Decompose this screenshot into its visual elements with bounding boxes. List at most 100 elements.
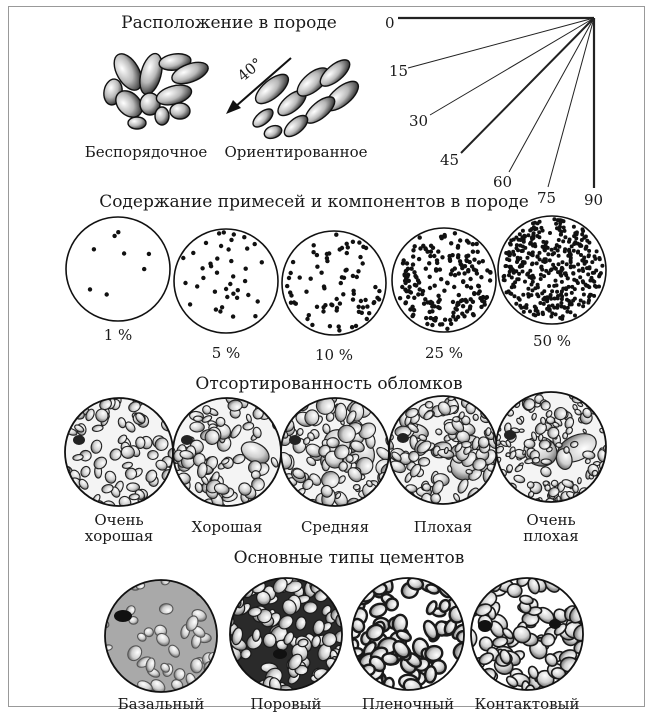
impurity-dot (573, 314, 577, 318)
grain (541, 459, 552, 465)
impurity-dot (215, 271, 219, 275)
impurity-dot (358, 255, 362, 259)
sorting-label-5-line2: плохая (523, 527, 578, 545)
impurity-dot (315, 265, 319, 269)
content-label-25: 25 % (425, 344, 463, 362)
impurity-dot (521, 293, 525, 297)
impurity-dot (550, 311, 554, 315)
impurity-dot (512, 253, 516, 257)
impurity-dot (536, 221, 540, 225)
grain (544, 485, 550, 492)
angle-0-label: 0 (385, 14, 395, 32)
impurity-dot (597, 256, 601, 260)
impurity-dot (488, 270, 492, 274)
impurity-dot (570, 291, 574, 295)
impurity-dot (428, 275, 432, 279)
impurity-dot (409, 267, 413, 271)
impurity-dot (448, 318, 452, 322)
grain (424, 666, 437, 683)
impurity-dot (532, 225, 536, 229)
impurity-dot (298, 275, 302, 279)
grain (447, 465, 452, 472)
impurity-dot (201, 276, 205, 280)
impurity-dot (236, 288, 240, 292)
impurity-dot (413, 283, 417, 287)
impurity-dot (437, 306, 441, 310)
sorting-label-4: Плохая (414, 518, 473, 536)
impurity-dot (224, 287, 228, 291)
impurity-dot (488, 278, 492, 282)
impurity-dot (512, 271, 516, 275)
impurity-dot (563, 247, 567, 251)
grain (263, 633, 276, 648)
impurity-dot (564, 271, 568, 275)
impurity-dot (563, 235, 567, 239)
grain (590, 486, 596, 492)
impurity-dot (547, 284, 551, 288)
impurity-dot (377, 289, 381, 293)
impurity-dot (468, 277, 472, 281)
cement-label-film: Пленочный (362, 695, 454, 713)
impurity-dot (345, 251, 349, 255)
impurity-dot (555, 283, 559, 287)
impurity-dot (521, 270, 525, 274)
impurity-dot (432, 254, 436, 258)
impurity-dot (417, 257, 421, 261)
impurity-dot (471, 242, 475, 246)
impurity-dot (204, 241, 208, 245)
impurity-dot (470, 264, 474, 268)
dark-grain (289, 435, 301, 445)
impurity-dot (556, 270, 560, 274)
impurity-dot (581, 304, 585, 308)
impurity-dot (471, 300, 475, 304)
impurity-dot (517, 296, 521, 300)
impurity-dot (409, 290, 413, 294)
impurity-dot (438, 267, 442, 271)
impurity-dot (418, 235, 422, 239)
impurity-dot (559, 301, 563, 305)
angle-fan (398, 18, 594, 188)
dots-1-percent (88, 230, 151, 297)
impurity-dot (335, 308, 339, 312)
impurity-dot (554, 279, 558, 283)
cement-label-pore: Поровый (250, 695, 321, 713)
impurity-dot (508, 252, 512, 256)
impurity-dot (522, 240, 526, 244)
dots-10-percent (285, 233, 382, 333)
impurity-dot (560, 268, 564, 272)
impurity-dot (226, 247, 230, 251)
impurity-dot (442, 289, 446, 293)
dark-grain (73, 435, 85, 445)
grain (136, 437, 145, 448)
dots-50-percent (502, 217, 605, 321)
impurity-dot (571, 272, 575, 276)
impurity-dot (88, 287, 92, 291)
impurity-dot (577, 303, 581, 307)
impurity-dot (405, 261, 409, 265)
impurity-dot (551, 304, 555, 308)
impurity-dot (208, 262, 212, 266)
impurity-dot (547, 271, 551, 275)
impurity-dot (232, 232, 236, 236)
dots-25-percent (398, 231, 493, 331)
impurity-dot (543, 257, 547, 261)
impurity-dot (365, 304, 369, 308)
impurity-dot (536, 294, 540, 298)
impurity-dot (568, 303, 572, 307)
impurity-dot (518, 232, 522, 236)
cement-label-basal: Базальный (118, 695, 205, 713)
impurity-dot (412, 296, 416, 300)
impurity-dot (476, 291, 480, 295)
impurity-dot (315, 253, 319, 257)
impurity-dot (450, 253, 454, 257)
impurity-dot (355, 275, 359, 279)
impurity-dot (407, 285, 411, 289)
impurity-dot (553, 246, 557, 250)
content-label-1: 1 % (104, 326, 133, 344)
impurity-dot (559, 233, 563, 237)
impurity-dot (92, 247, 96, 251)
impurity-dot (595, 249, 599, 253)
impurity-dot (235, 296, 239, 300)
grain (191, 659, 203, 673)
impurity-dot (481, 259, 485, 263)
